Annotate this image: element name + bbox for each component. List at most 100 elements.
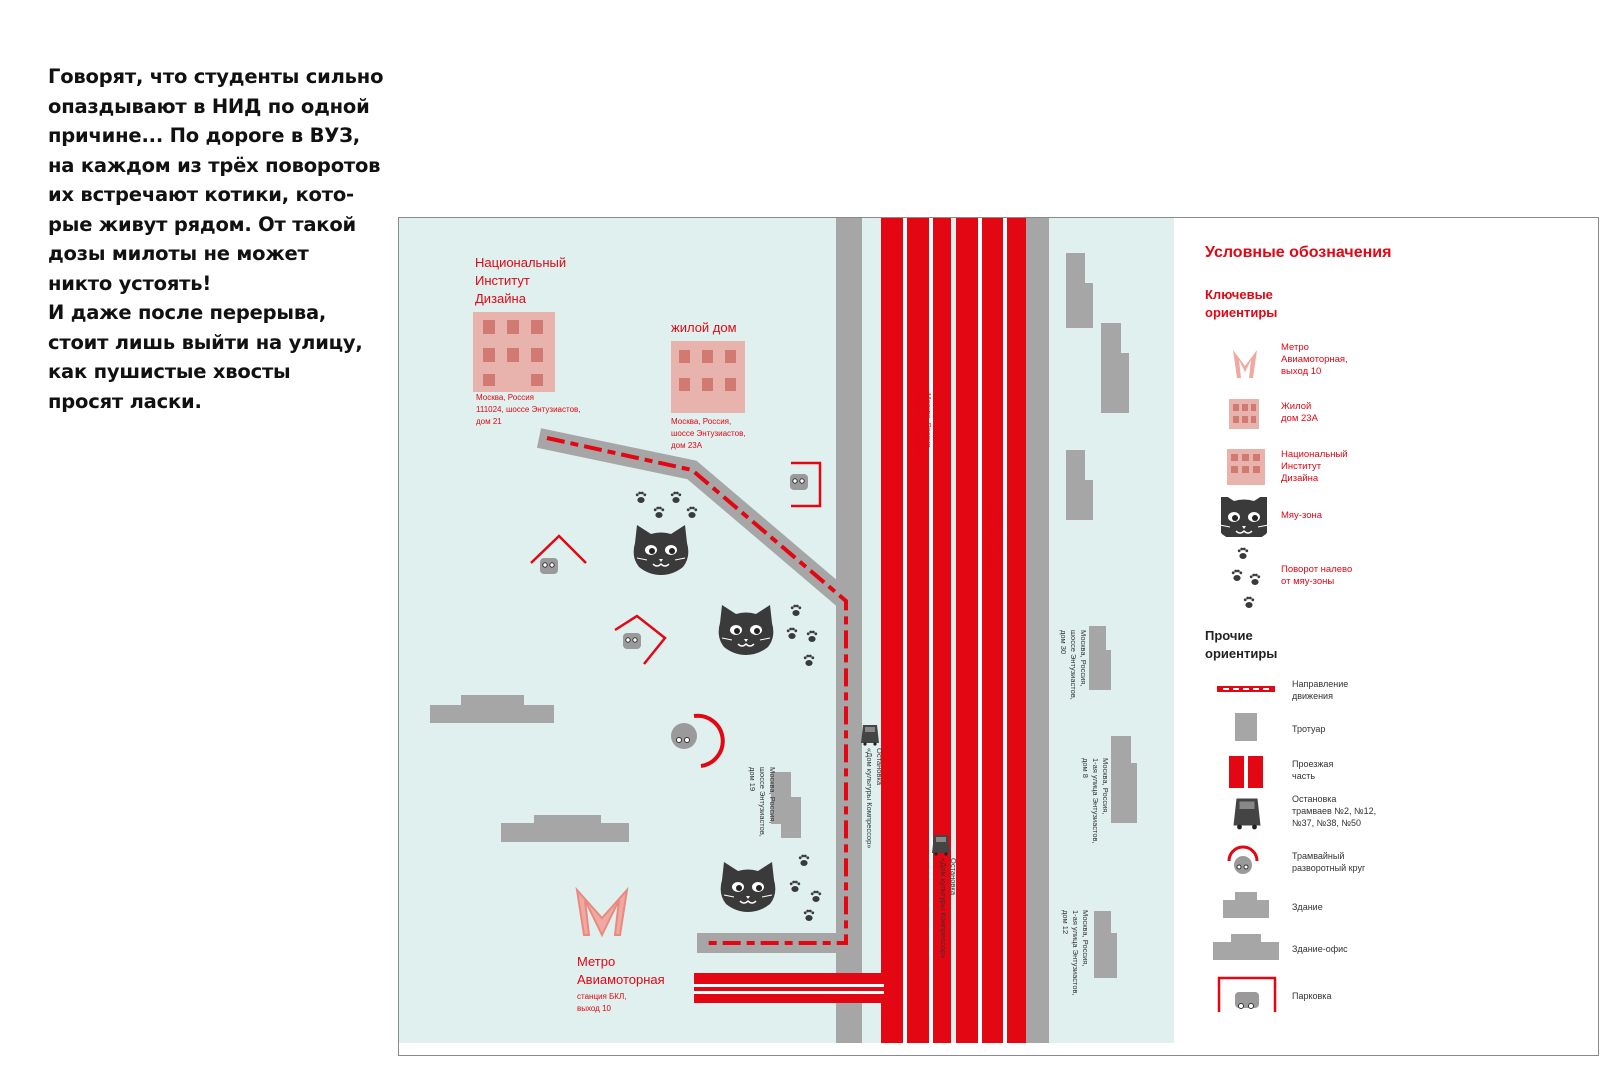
tram-turnaround-icon <box>1227 845 1259 874</box>
building-label: Москва, Россия, <box>768 767 777 823</box>
legend-label-office: Здание-офис <box>1292 943 1348 955</box>
legend-label-line: Институт <box>1281 461 1322 472</box>
roadway-icon <box>1229 756 1263 788</box>
legend-other-heading-line: ориентиры <box>1205 646 1278 661</box>
cat-face-icon <box>1221 497 1267 537</box>
legend-label-metro: Метро Авиамоторная, выход 10 <box>1281 342 1348 378</box>
road-label: Москва, Россия, <box>924 393 933 449</box>
sidewalk-icon <box>1235 713 1257 741</box>
building-label: Москва, Россия, <box>1081 910 1090 966</box>
legend-label-turnaround: Трамвайный разворотный круг <box>1292 850 1365 874</box>
building-shapes <box>430 253 1137 978</box>
legend-label-line: Авиамоторная, <box>1281 354 1348 365</box>
intro-line: опаздывают в НИД по одной <box>48 94 370 118</box>
legend-other-heading-line: Прочие <box>1205 628 1253 643</box>
office-building-icon <box>1213 934 1279 960</box>
legend-key-heading-line: ориентиры <box>1205 305 1278 320</box>
intro-line: причине... По дороге в ВУЗ, <box>48 124 360 147</box>
legend-label-line: Национальный <box>1281 449 1348 460</box>
legend-label-line: Тротуар <box>1292 724 1326 734</box>
intro-line: Говорят, что студенты сильно <box>48 65 384 88</box>
legend-label-line: движения <box>1292 691 1333 701</box>
legend-label-line: трамваев №2, №12, <box>1292 806 1377 816</box>
legend-label-line: разворотный круг <box>1292 863 1366 873</box>
house-address: Москва, Россия, <box>671 417 731 426</box>
tram-stop-icon <box>932 835 950 856</box>
stop-label: Остановка <box>875 748 884 786</box>
building-label: Москва, Россия, <box>1101 758 1110 814</box>
legend-label-line: Поворот налево <box>1281 564 1353 575</box>
legend-label-sidewalk: Тротуар <box>1292 723 1325 735</box>
road-label: шоссе Энтузиастов <box>914 393 923 461</box>
stop-label: «Дом культуры Компрессор» <box>865 748 874 848</box>
intro-line: на каждом из трёх поворотов <box>48 153 381 177</box>
legend-label-line: Парковка <box>1292 991 1332 1001</box>
legend-label-line: выход 10 <box>1281 366 1322 377</box>
legend-label-parking: Парковка <box>1292 990 1331 1002</box>
road-metro-branch <box>694 973 884 1003</box>
legend-label-line: Дизайна <box>1281 473 1319 484</box>
parking-spot <box>789 461 822 508</box>
legend-label-paws: Поворот налево от мяу-зоны <box>1281 564 1352 588</box>
nid-address: дом 21 <box>476 417 502 426</box>
legend-label-line: дом 23А <box>1281 413 1318 424</box>
building-label: шоссе Энтузиастов, <box>1069 630 1078 700</box>
legend-label-house: Жилой дом 23А <box>1281 401 1318 425</box>
legend-label-line: Метро <box>1281 342 1309 353</box>
legend-label-line: Здание <box>1292 902 1323 912</box>
metro-logo-icon <box>1233 350 1257 378</box>
residential-house-building <box>671 341 745 413</box>
legend-label-meow: Мяу-зона <box>1281 510 1322 522</box>
building-label: дом 12 <box>1061 910 1070 934</box>
legend-label-line: Проезжая <box>1292 759 1334 769</box>
legend-key-heading: Ключевые ориентиры <box>1205 286 1277 322</box>
nid-title: Национальный <box>475 255 566 270</box>
nid-address: 111024, шоссе Энтузиастов, <box>476 405 581 414</box>
legend-label-line: часть <box>1292 771 1316 781</box>
building-label: дом 8 <box>1081 758 1090 778</box>
legend-label-direction: Направление движения <box>1292 678 1348 702</box>
nid-title: Институт <box>475 273 530 288</box>
building-label: шоссе Энтузиастов, <box>758 767 767 837</box>
legend-label-line: Остановка <box>1292 794 1337 804</box>
legend-label-line: Направление <box>1292 679 1349 689</box>
road-label: шоссе Энтузиастов <box>986 503 995 571</box>
building-icon <box>1223 892 1269 918</box>
legend-label-roadway: Проезжая часть <box>1292 758 1333 782</box>
map-canvas[interactable]: Национальный Институт Дизайна Москва, Ро… <box>399 218 1174 1043</box>
legend-label-line: Жилой <box>1281 401 1312 412</box>
legend-label-line: от мяу-зоны <box>1281 576 1335 587</box>
intro-line: дозы милоты не может <box>48 242 309 265</box>
legend-label-nid: Национальный Институт Дизайна <box>1281 449 1348 485</box>
road-label: Москва, Россия, <box>996 503 1005 559</box>
walking-path <box>536 428 856 953</box>
nid-title: Дизайна <box>475 291 527 306</box>
intro-line: стоит лишь выйти на улицу, <box>48 330 363 354</box>
building-label: Москва, Россия, <box>1079 630 1088 686</box>
intro-line: никто устоять! <box>48 271 212 295</box>
building-label: 1-ая улица Энтузиастов, <box>1091 758 1100 844</box>
intro-line: просят ласки. <box>48 389 202 413</box>
cat-face-icon <box>719 861 777 913</box>
intro-line: их встречают котики, кото- <box>48 183 354 206</box>
intro-line: как пушистые хвосты <box>48 360 291 383</box>
metro-sub: станция БКЛ, <box>577 992 626 1001</box>
intro-text: Говорят, что студенты сильно опаздывают … <box>48 62 398 416</box>
metro-logo <box>575 886 629 938</box>
parking-spot <box>614 614 667 665</box>
road-main <box>862 218 1026 1043</box>
building-label: дом 30 <box>1059 630 1068 654</box>
design-institute-building <box>473 312 555 392</box>
cat-face-icon <box>717 604 775 656</box>
legend-label-line: Трамвайный <box>1292 851 1345 861</box>
house-title: жилой дом <box>671 320 737 335</box>
stop-label: Остановка <box>949 858 958 896</box>
legend-label-line: Мяу-зона <box>1281 510 1323 521</box>
legend-label-line: Здание-офис <box>1292 944 1348 954</box>
legend-label-line: №37, №38, №50 <box>1292 818 1361 828</box>
parking-spot <box>530 534 587 575</box>
tram-stop-icon <box>861 725 879 746</box>
direction-dashes-icon <box>1217 686 1275 692</box>
intro-line: рые живут рядом. От такой <box>48 212 356 236</box>
house-address: шоссе Энтузиастов, <box>671 429 746 438</box>
